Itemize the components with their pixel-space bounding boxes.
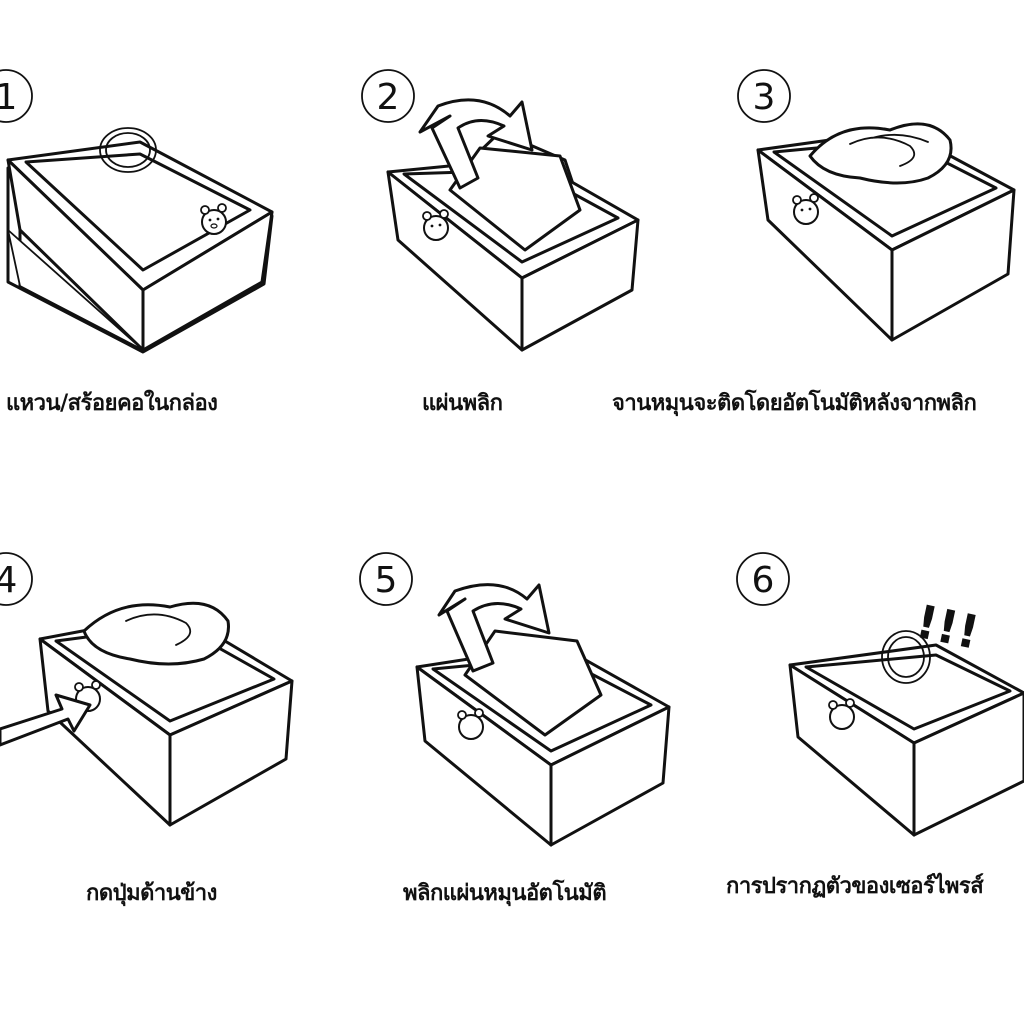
step-number-circle <box>736 552 790 606</box>
step-number-circle <box>359 552 413 606</box>
step-number: 1 <box>0 77 17 118</box>
push-arrow-icon <box>0 693 92 747</box>
box-right-face <box>168 679 294 827</box>
step-1-illustration: 1 <box>0 69 274 354</box>
step-number: 4 <box>0 560 17 601</box>
step-number-circle <box>737 69 791 123</box>
ring-icon <box>99 127 157 173</box>
step-number-circle <box>0 552 33 606</box>
flip-plate <box>463 629 603 737</box>
bear-knob-icon <box>200 203 227 235</box>
step-number-circle <box>361 69 415 123</box>
step-5-illustration: 5 <box>359 552 671 847</box>
step-number: 3 <box>753 77 776 118</box>
step-6-illustration: 6 !!! <box>736 552 1024 837</box>
step-3-illustration: 3 <box>737 69 1016 342</box>
step-1-caption: แหวน/สร้อยคอในกล่อง <box>6 391 218 416</box>
step-number: 6 <box>752 560 775 601</box>
box-right-face <box>141 210 274 352</box>
bear-knob-icon <box>457 708 484 740</box>
step-5-panel: 5 พลิกแผ่นหมุนอัตโนมัติ <box>355 545 685 906</box>
step-6-panel: 6 !!! การปรากฏตัวของเซอร์ไพรส์ <box>700 545 1024 899</box>
bear-knob-icon <box>422 209 449 241</box>
step-2-illustration: 2 <box>361 69 640 352</box>
step-number: 2 <box>377 77 400 118</box>
rose-turntable-icon <box>808 122 953 185</box>
step-3-panel: 3 จานหมุนจะติดโดยอัตโนมัติหลังจากพลิก <box>610 60 1024 416</box>
flip-arrow-icon <box>437 583 551 673</box>
box-right-face <box>549 705 671 847</box>
step-2-panel: 2 แผ่นพลิก <box>360 60 660 416</box>
bear-knob-icon <box>828 698 855 730</box>
step-2-caption: แผ่นพลิก <box>422 391 503 416</box>
flip-plate-front <box>448 146 582 252</box>
flip-arrow-icon <box>418 98 534 190</box>
step-6-caption: การปรากฏตัวของเซอร์ไพรส์ <box>726 874 984 899</box>
box-right-face <box>520 218 640 352</box>
box-right-face <box>912 691 1024 837</box>
rose-turntable-icon <box>82 601 230 666</box>
step-number: 5 <box>375 560 398 601</box>
ring-icon <box>881 630 931 684</box>
box-right-face <box>890 188 1016 342</box>
step-1-panel: 1 แหวน/สร้อยคอในกล่อง <box>0 60 290 416</box>
bear-knob-icon <box>792 193 819 225</box>
step-4-panel: 4 กดปุ่มด้านข้าง <box>0 545 310 906</box>
step-number-circle <box>0 69 33 123</box>
step-4-illustration: 4 <box>0 552 294 827</box>
step-3-caption: จานหมุนจะติดโดยอัตโนมัติหลังจากพลิก <box>612 391 977 416</box>
step-4-caption: กดปุ่มด้านข้าง <box>86 881 217 906</box>
step-5-caption: พลิกแผ่นหมุนอัตโนมัติ <box>403 881 607 906</box>
